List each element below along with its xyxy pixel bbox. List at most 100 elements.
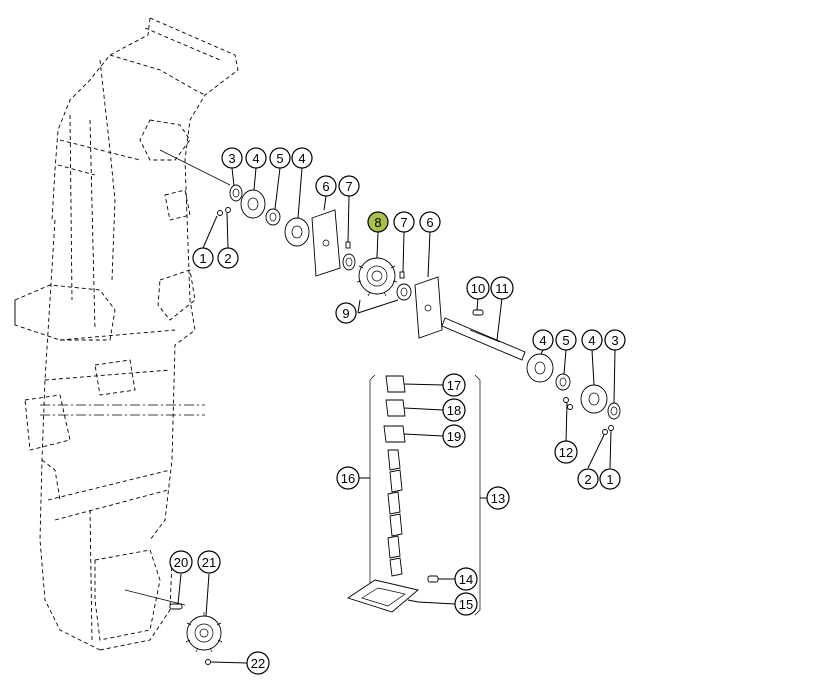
callout-18: 18 xyxy=(442,398,466,422)
callout-number: 11 xyxy=(495,281,509,296)
callout-circle xyxy=(169,550,193,574)
callout-22: 22 xyxy=(246,651,270,675)
sprocket-part xyxy=(185,612,223,653)
callout-circle xyxy=(338,175,360,197)
callout-circle xyxy=(335,302,357,324)
callout-circle xyxy=(367,211,389,233)
callout-14: 14 xyxy=(454,567,478,591)
callout-number: 4 xyxy=(252,151,259,166)
chain-link-part xyxy=(385,375,406,393)
callout-circle xyxy=(486,486,510,510)
callout-number: 4 xyxy=(588,333,595,348)
callout-circle xyxy=(197,550,221,574)
bearing-part xyxy=(607,402,621,420)
callout-17: 17 xyxy=(442,373,466,397)
chain-link-part xyxy=(385,399,406,417)
callout-circle xyxy=(532,329,554,351)
bolt-part xyxy=(563,397,573,410)
callout-21: 21 xyxy=(197,550,221,574)
callout-number: 6 xyxy=(426,215,433,230)
pin-part xyxy=(399,271,405,279)
callout-number: 5 xyxy=(562,333,569,348)
collar-part xyxy=(555,373,571,391)
bolt-part xyxy=(602,425,614,435)
callout-9: 9 xyxy=(335,302,357,324)
bearing-part xyxy=(396,283,412,301)
callout-circle xyxy=(442,373,466,397)
callout-number: 18 xyxy=(447,403,461,418)
callout-4: 4 xyxy=(532,329,554,351)
callout-number: 1 xyxy=(199,251,206,266)
callout-15: 15 xyxy=(454,592,478,616)
callout-circle xyxy=(192,247,214,269)
bolt-part xyxy=(217,207,231,216)
collar-part xyxy=(265,208,281,226)
pin-part xyxy=(345,241,351,249)
callout-number: 4 xyxy=(539,333,546,348)
flange-part xyxy=(580,384,608,414)
callout-circle xyxy=(217,247,239,269)
callout-10: 10 xyxy=(466,276,490,300)
callout-circle xyxy=(490,276,514,300)
callout-7: 7 xyxy=(338,175,360,197)
callout-circle xyxy=(336,466,360,490)
callout-circle xyxy=(315,175,337,197)
callout-16: 16 xyxy=(336,466,360,490)
callout-1: 1 xyxy=(192,247,214,269)
callout-number: 21 xyxy=(202,555,216,570)
callout-20: 20 xyxy=(169,550,193,574)
callout-4: 4 xyxy=(581,329,603,351)
callout-number: 19 xyxy=(447,429,461,444)
callout-number: 13 xyxy=(491,491,505,506)
callout-2: 2 xyxy=(577,468,599,490)
callout-2: 2 xyxy=(217,247,239,269)
callout-number: 14 xyxy=(459,572,473,587)
callout-number: 3 xyxy=(228,151,235,166)
callout-circle xyxy=(554,440,578,464)
callout-19: 19 xyxy=(442,424,466,448)
callout-5: 5 xyxy=(555,329,577,351)
callout-number: 20 xyxy=(174,555,188,570)
callout-13: 13 xyxy=(486,486,510,510)
lower-sprocket-parts xyxy=(169,603,223,665)
callout-number: 2 xyxy=(584,472,591,487)
callout-circle xyxy=(442,398,466,422)
callout-circle xyxy=(393,211,415,233)
bearing-part xyxy=(229,184,243,202)
key-part xyxy=(472,309,484,316)
bearing-part xyxy=(342,253,356,271)
callout-12: 12 xyxy=(554,440,578,464)
callout-circle xyxy=(454,567,478,591)
chain-link-part xyxy=(383,425,406,443)
callout-1: 1 xyxy=(599,468,621,490)
sprocket-part xyxy=(356,254,398,297)
callout-4: 4 xyxy=(245,147,267,169)
callout-number: 8 xyxy=(374,215,381,230)
flange-part xyxy=(240,189,266,219)
callout-circle xyxy=(454,592,478,616)
callout-circle xyxy=(221,147,243,169)
callout-number: 2 xyxy=(224,251,231,266)
bolt-part xyxy=(427,575,439,583)
callout-7: 7 xyxy=(393,211,415,233)
key-part xyxy=(169,603,183,610)
callout-number: 12 xyxy=(559,445,573,460)
callout-4: 4 xyxy=(291,147,313,169)
callout-5: 5 xyxy=(269,147,291,169)
flange-part xyxy=(526,353,554,383)
callout-circle xyxy=(604,329,626,351)
callout-number: 15 xyxy=(459,597,473,612)
callout-number: 1 xyxy=(606,472,613,487)
mounting-plate-part xyxy=(346,579,419,613)
callout-number: 17 xyxy=(447,378,461,393)
callout-number: 16 xyxy=(341,471,355,486)
gasket-plate xyxy=(414,276,443,339)
callout-circle xyxy=(555,329,577,351)
callout-number: 6 xyxy=(322,179,329,194)
callout-circle xyxy=(246,651,270,675)
callout-8: 8 xyxy=(367,211,389,233)
callout-circle xyxy=(442,424,466,448)
